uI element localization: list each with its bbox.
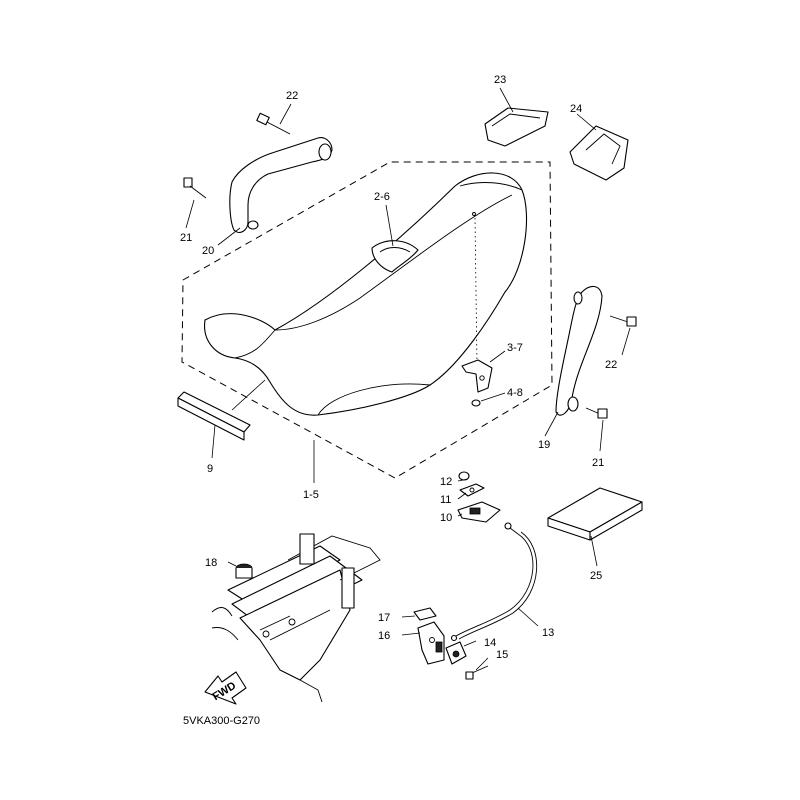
callout-11: 11 [440,494,451,506]
callout-23: 23 [494,74,506,86]
seat-strip-part[interactable] [177,391,251,441]
drawing-code: 5VKA300-G270 [183,715,260,727]
leader-23 [499,87,514,113]
callout-14: 14 [484,637,496,649]
leader-18 [227,561,237,567]
screw-part-15[interactable] [465,665,489,680]
nut-part[interactable] [471,399,481,407]
bolt-22-top-part[interactable] [256,112,291,135]
callout-13: 13 [542,627,554,639]
bolt-21-right-part[interactable] [585,407,608,419]
callout-2-6: 2-6 [374,191,390,203]
leader-19 [544,411,559,437]
washer-part-11[interactable] [459,483,485,497]
callout-1-5: 1-5 [303,489,319,501]
bolt-22-right-part[interactable] [609,315,637,327]
leader-24 [576,113,597,131]
leader-22a [279,103,292,125]
leader-3-7 [489,350,506,363]
callout-20: 20 [202,245,214,257]
grab-bar-right-part[interactable] [555,285,603,416]
callout-24: 24 [570,103,582,115]
lock-part-16[interactable] [417,621,445,665]
grab-bar-left-part[interactable] [229,137,333,233]
leader-13 [517,607,539,627]
callout-15: 15 [496,649,508,661]
rear-frame-part [211,533,381,703]
tray-part-24[interactable] [569,125,629,181]
callout-22a: 22 [286,90,298,102]
callout-18: 18 [205,557,217,569]
leader-21a [185,199,195,229]
callout-4-8: 4-8 [507,387,523,399]
seat-lock-cable-part[interactable] [450,522,538,642]
bolt-21-left-part[interactable] [183,177,207,199]
leader-2-6 [385,204,394,247]
lock-base-part-10[interactable] [457,501,501,523]
callout-21a: 21 [180,232,192,244]
callout-21b: 21 [592,457,604,469]
seat-bracket-part[interactable] [461,359,493,393]
leader-9b [231,379,266,411]
leader-21b [599,419,604,452]
leader-22b [621,327,631,356]
leader-4-8 [480,392,506,402]
owners-manual-part[interactable] [547,487,643,541]
callout-19: 19 [538,439,550,451]
leader-25 [590,535,598,567]
callout-3-7: 3-7 [507,342,523,354]
lock-latch-part-14[interactable] [445,641,467,665]
seat-assembly-boundary [181,161,553,479]
callout-10: 10 [440,512,452,524]
callout-17: 17 [378,612,390,624]
callout-12: 12 [440,476,452,488]
leader-20 [217,227,241,246]
callout-9: 9 [207,463,213,475]
damper-part-18[interactable] [235,563,253,579]
seat-cover-part-23[interactable] [484,107,549,147]
callout-22b: 22 [605,359,617,371]
lock-bracket-part-17[interactable] [413,607,437,621]
seat-strap-part[interactable] [371,240,419,273]
fwd-arrow-icon: FWD [204,671,247,705]
leader-9 [211,424,216,459]
callout-25: 25 [590,570,602,582]
seat-part[interactable] [204,172,528,416]
callout-16: 16 [378,630,390,642]
